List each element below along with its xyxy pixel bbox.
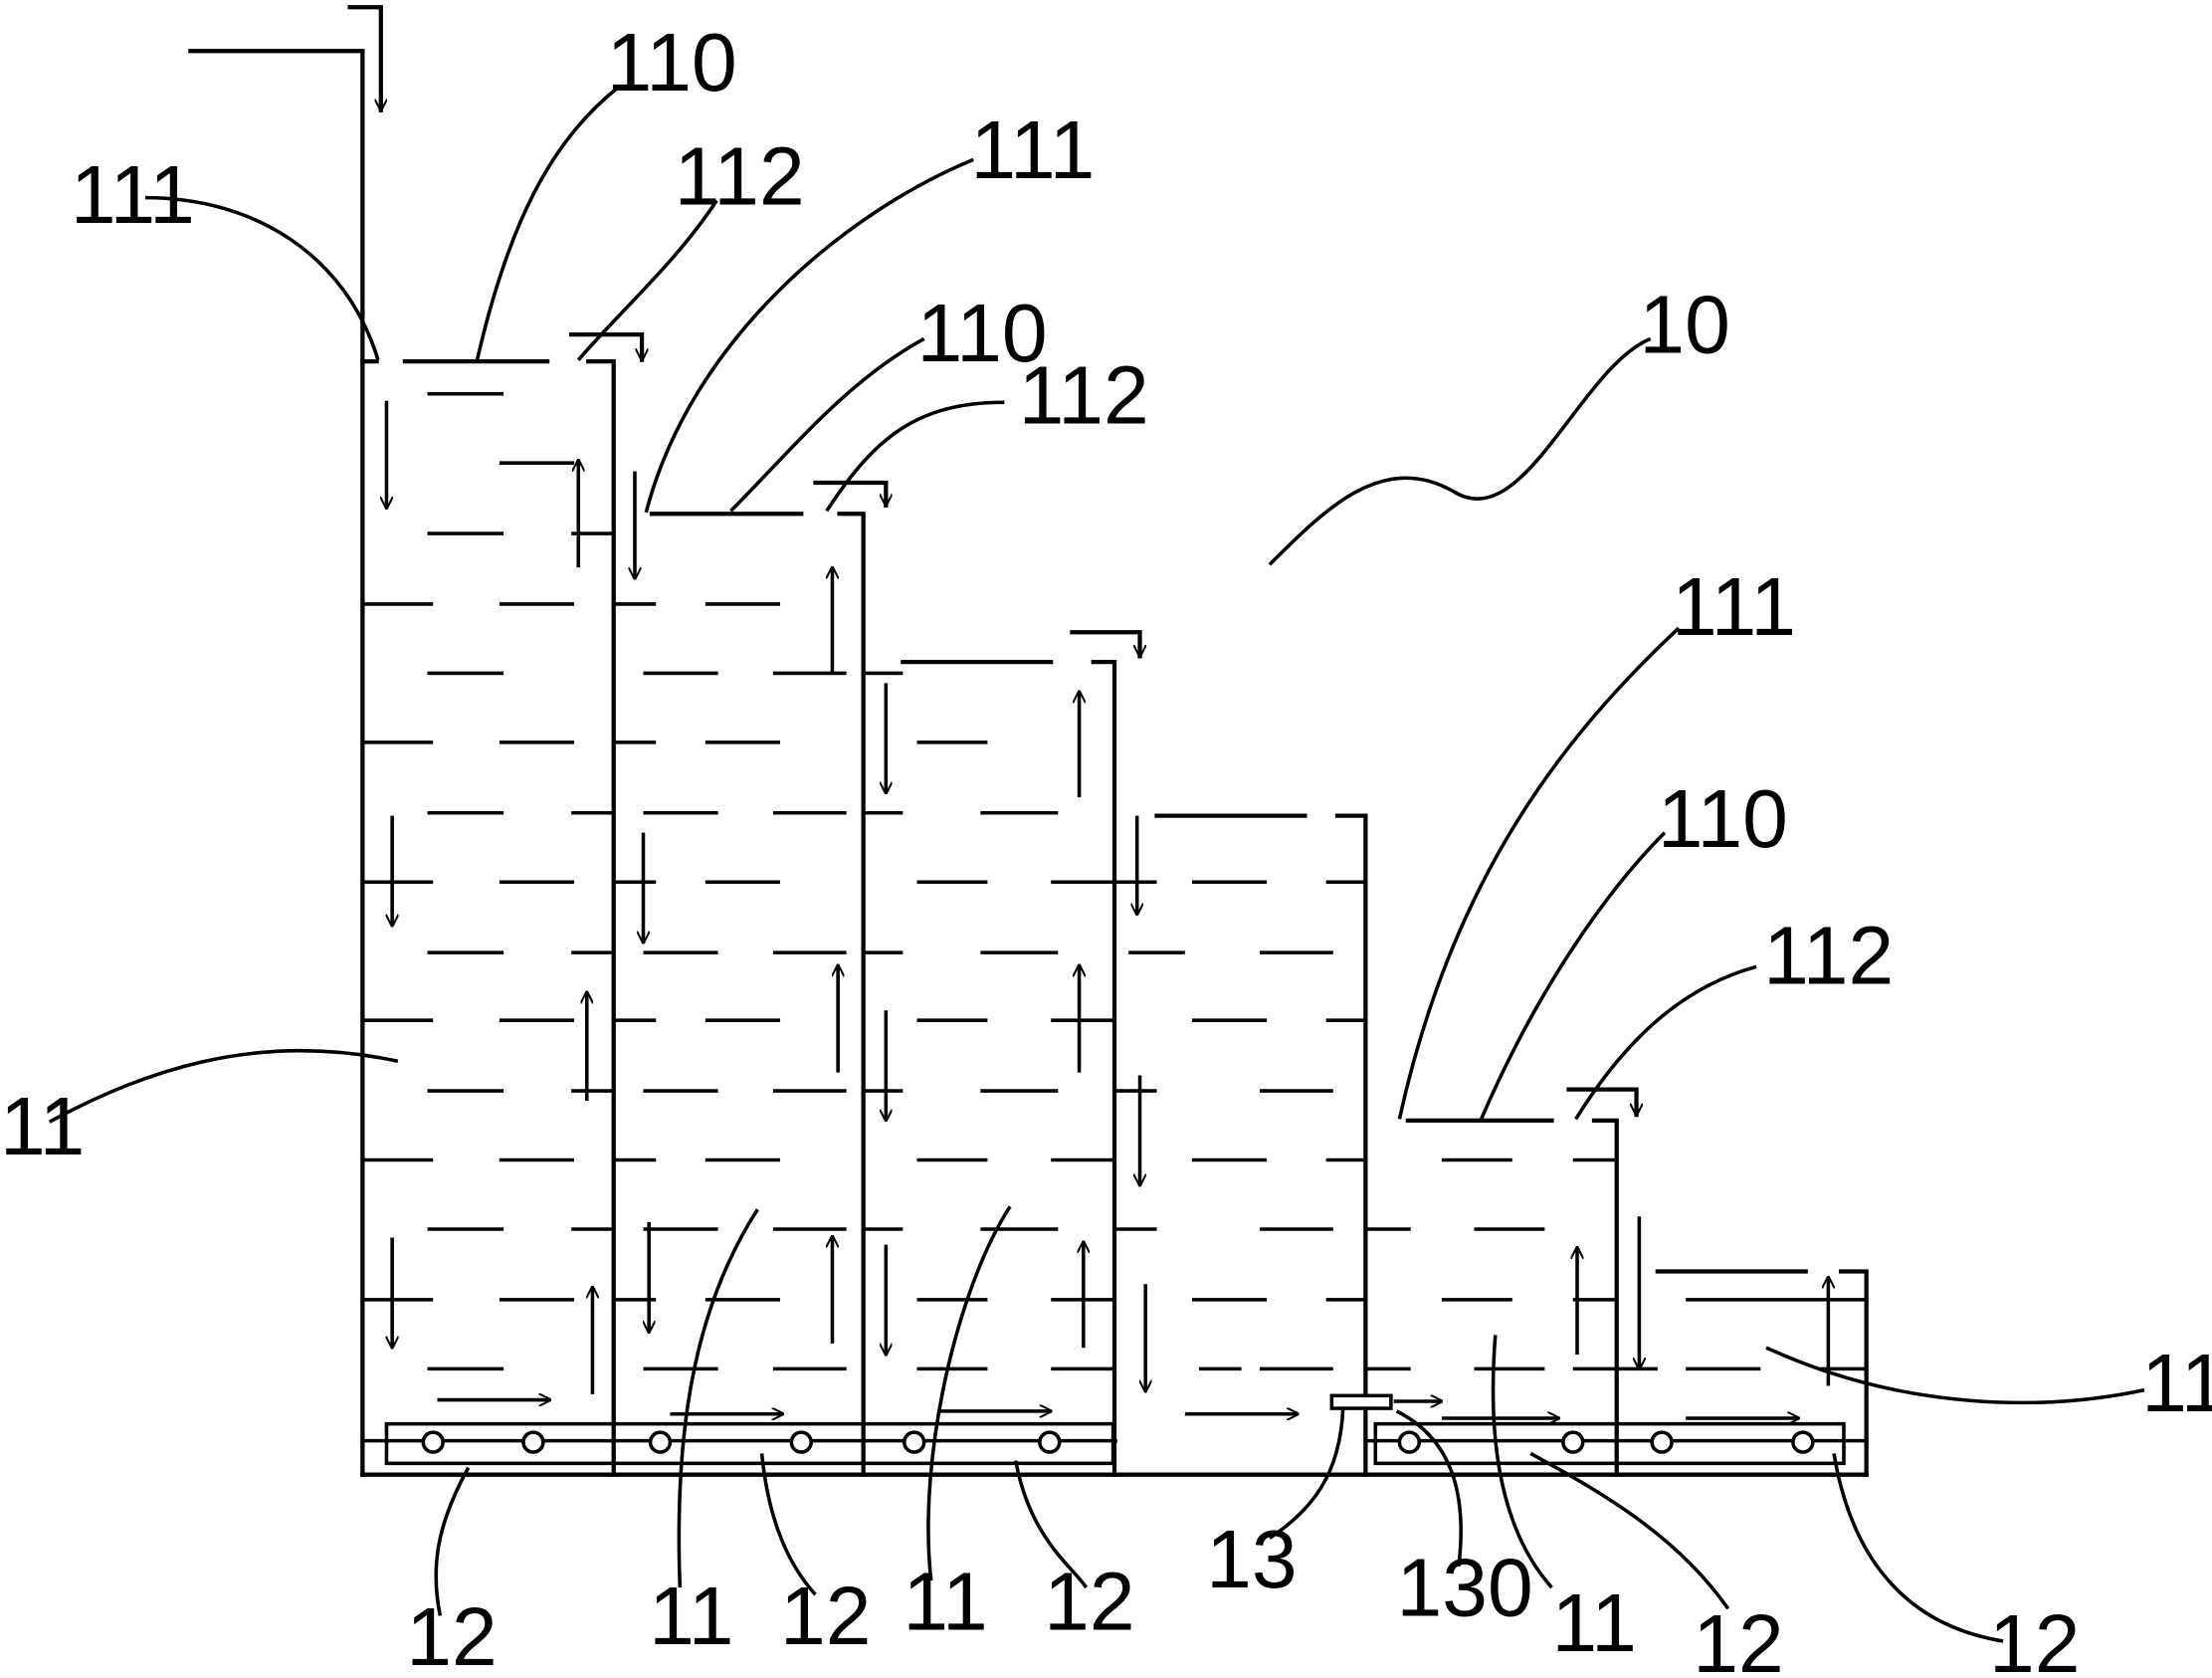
label-10: 10 <box>1639 281 1729 371</box>
label-111: 111 <box>1672 562 1796 653</box>
label-112: 112 <box>1763 911 1894 1001</box>
label-12: 12 <box>406 1592 497 1678</box>
label-112: 112 <box>675 132 805 223</box>
label-11: 11 <box>2141 1339 2212 1429</box>
label-11: 11 <box>0 1082 85 1172</box>
tank-2 <box>649 512 866 1477</box>
label-110: 110 <box>917 289 1048 379</box>
label-12: 12 <box>1693 1599 1783 1678</box>
pump <box>1329 1393 1393 1410</box>
label-12: 12 <box>780 1572 871 1662</box>
water-hatching <box>362 391 1867 1371</box>
inlet-pipe <box>188 5 380 1477</box>
label-111: 111 <box>71 150 195 241</box>
label-11: 11 <box>649 1572 733 1662</box>
bottom-pipes <box>363 1421 1867 1466</box>
leader-lines <box>48 86 2145 1643</box>
label-112: 112 <box>1019 350 1149 441</box>
label-110: 110 <box>1658 774 1788 865</box>
flow-arrows-horizontal <box>437 1400 1798 1418</box>
pipe-nozzles <box>421 1430 1815 1454</box>
label-111: 111 <box>970 105 1095 196</box>
label-11: 11 <box>1552 1578 1637 1669</box>
tank-4 <box>1154 813 1368 1477</box>
reference-labels: 110 111 112 111 110 112 10 111 110 112 1… <box>0 18 2212 1678</box>
label-12: 12 <box>1044 1558 1134 1648</box>
label-11: 11 <box>903 1558 987 1648</box>
tank-5 <box>1405 1118 1619 1477</box>
tank-6 <box>1655 1269 1869 1477</box>
tank-1 <box>360 358 616 1477</box>
label-110: 110 <box>607 18 737 108</box>
label-130: 130 <box>1397 1543 1533 1633</box>
label-12: 12 <box>1989 1599 2080 1678</box>
flow-arrows-vertical <box>386 400 1828 1394</box>
label-13: 13 <box>1206 1515 1297 1605</box>
tank-3 <box>901 659 1117 1477</box>
overflow-weirs <box>569 332 1636 1118</box>
